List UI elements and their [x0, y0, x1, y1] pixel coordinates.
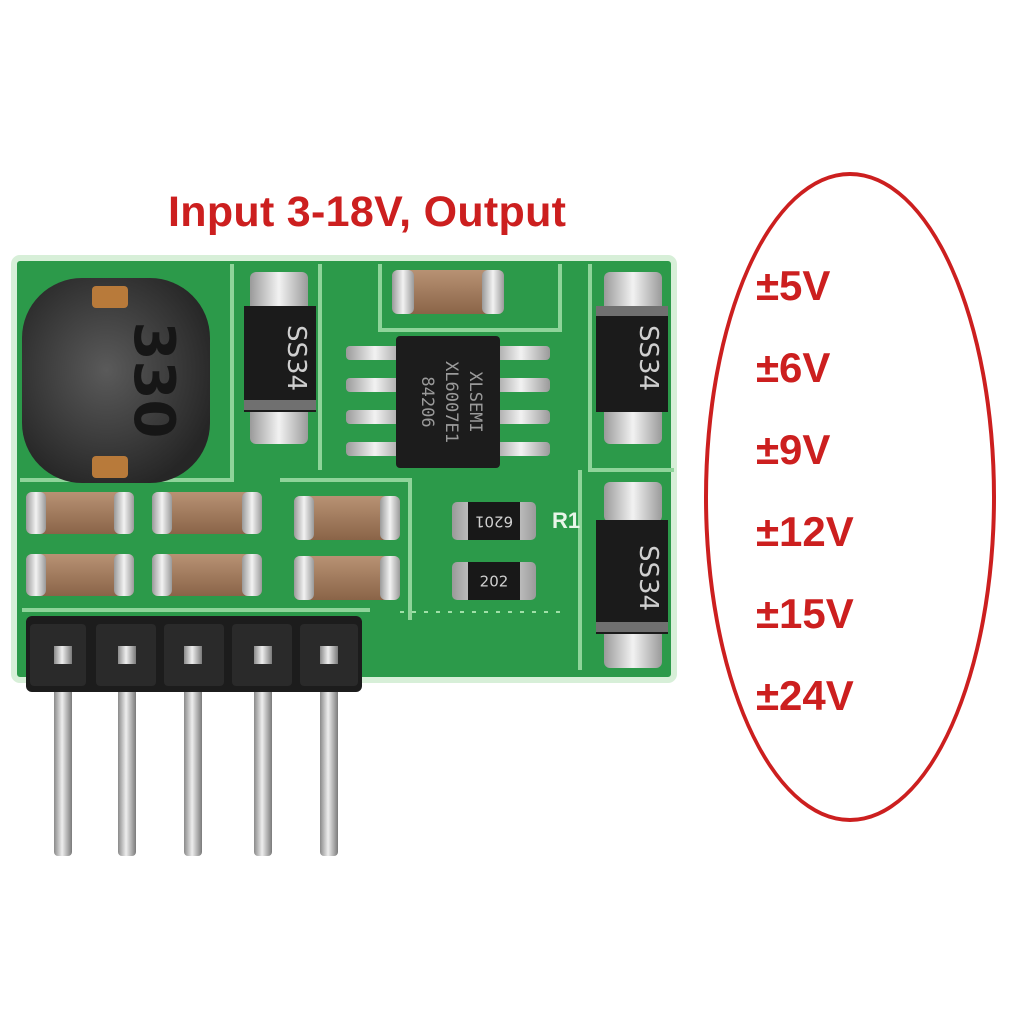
inductor: 330 [22, 278, 210, 483]
output-voltage-6v: ±6V [756, 344, 831, 391]
headline-text: Input 3-18V, Output [168, 188, 567, 236]
resistor-1-marking: 6201 [475, 513, 513, 531]
ic-chip: XLSEMI XL6007E1 84206 [346, 336, 550, 468]
diode-2: SS34 [596, 272, 668, 444]
capacitor-3 [26, 554, 134, 596]
ic-marking-line3: 84206 [417, 376, 437, 427]
diode-1-marking: SS34 [281, 325, 311, 391]
voltage-highlight-ellipse [704, 172, 996, 822]
output-voltage-5v: ±5V [756, 262, 831, 309]
capacitor-bank [26, 492, 400, 600]
capacitor-5 [294, 496, 400, 540]
diode-3-marking: SS34 [633, 545, 663, 611]
capacitor-1 [26, 492, 134, 534]
output-voltage-9v: ±9V [756, 426, 831, 473]
resistor-1: 6201 [452, 502, 536, 540]
resistor-2: 202 [452, 562, 536, 600]
capacitor-6 [294, 556, 400, 600]
resistor-label: R1 [552, 508, 580, 533]
output-voltage-15v: ±15V [756, 590, 854, 637]
ic-marking-line2: XL6007E1 [441, 361, 461, 443]
inductor-marking: 330 [121, 322, 186, 439]
header-pins [26, 616, 362, 856]
diode-3: SS34 [596, 482, 668, 668]
capacitor-top [392, 270, 504, 314]
diode-2-marking: SS34 [633, 325, 663, 391]
diode-1: SS34 [244, 272, 316, 444]
capacitor-4 [152, 554, 262, 596]
output-voltage-12v: ±12V [756, 508, 854, 555]
resistor-2-marking: 202 [480, 573, 509, 591]
output-voltage-list: ±5V ±6V ±9V ±12V ±15V ±24V [756, 256, 854, 748]
ic-marking-line1: XLSEMI [465, 371, 485, 432]
output-voltage-24v: ±24V [756, 672, 854, 719]
capacitor-2 [152, 492, 262, 534]
